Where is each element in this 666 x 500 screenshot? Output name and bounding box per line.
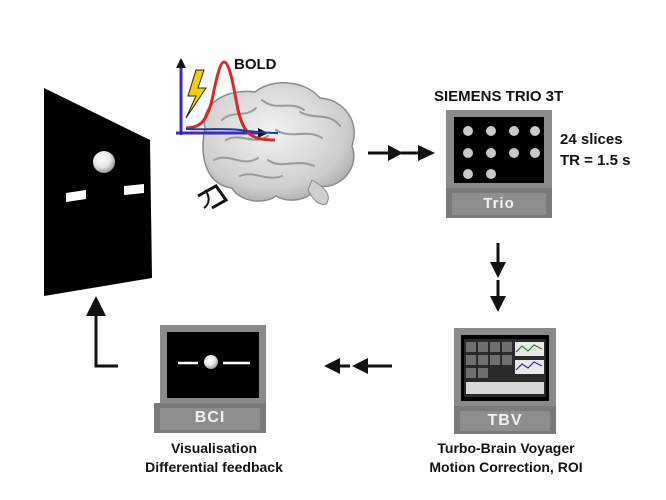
arrow-tbv-to-bci xyxy=(324,358,392,374)
right-target-bar xyxy=(124,184,144,195)
lightning-icon xyxy=(185,69,207,119)
tbv-monitor xyxy=(454,328,556,434)
slices-label: 24 slices xyxy=(560,131,623,148)
tbv-caption-line2: Motion Correction, ROI xyxy=(429,459,583,475)
left-target-bar xyxy=(66,190,86,202)
arrow-trio-to-tbv xyxy=(490,243,506,312)
mri-slices xyxy=(463,126,540,179)
arrow-brain-to-trio xyxy=(368,145,435,161)
trio-label: Trio xyxy=(483,195,515,212)
arrow-bci-to-screen xyxy=(86,296,118,368)
bci-ball-icon xyxy=(204,355,218,369)
scanner-title: SIEMENS TRIO 3T xyxy=(434,88,564,105)
feedback-ball-icon xyxy=(93,151,115,173)
bci-label: BCI xyxy=(194,409,226,426)
bci-caption-line2: Differential feedback xyxy=(145,459,283,475)
brain-icon xyxy=(202,82,355,205)
trio-monitor xyxy=(446,110,552,218)
tr-label: TR = 1.5 s xyxy=(560,152,631,169)
projection-screen xyxy=(44,88,152,296)
tbv-caption-line1: Turbo-Brain Voyager xyxy=(437,440,575,456)
bci-caption-line1: Visualisation xyxy=(170,440,258,456)
tbv-screen-content xyxy=(464,339,546,397)
eye-icon xyxy=(197,184,229,210)
bold-plot xyxy=(176,58,279,142)
tbv-label: TBV xyxy=(487,412,523,429)
bold-label: BOLD xyxy=(234,56,277,73)
bci-monitor xyxy=(154,325,266,433)
